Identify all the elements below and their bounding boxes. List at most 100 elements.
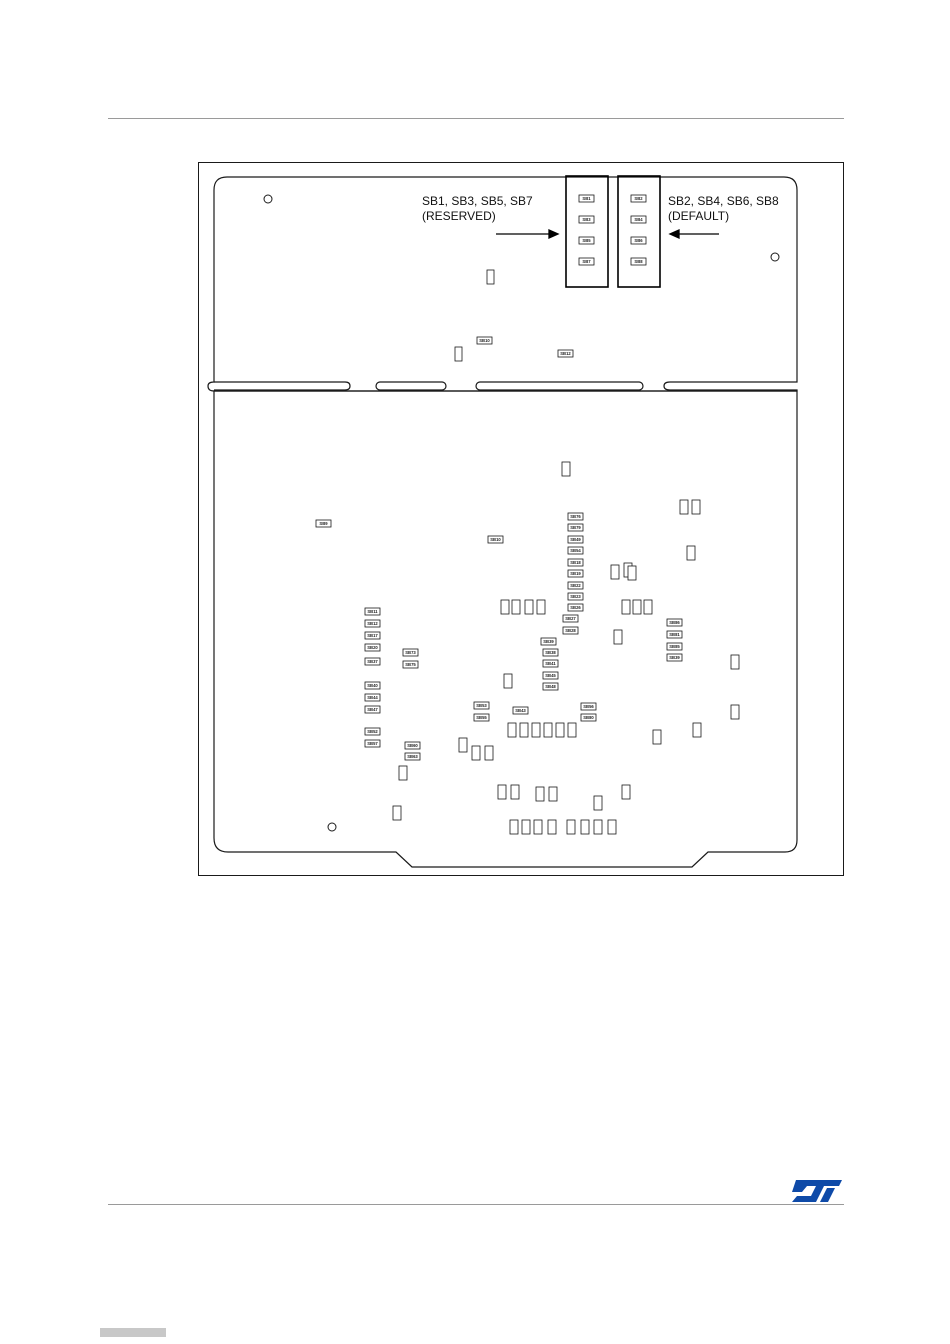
slot-mid — [475, 381, 644, 391]
mounting-hole — [770, 252, 780, 262]
solder-bridge-label: SB11 — [367, 609, 378, 614]
solder-bridge-label: SB10 — [479, 338, 490, 343]
solder-bridge — [364, 705, 381, 714]
solder-bridge — [691, 499, 701, 515]
solder-bridge — [567, 569, 584, 578]
solder-bridge — [507, 722, 517, 738]
solder-bridge — [458, 737, 468, 753]
default-bridges-box — [617, 175, 661, 288]
solder-bridge — [621, 784, 631, 800]
solder-bridge — [402, 660, 419, 669]
solder-bridge — [512, 706, 529, 715]
solder-bridge-label: SB27 — [565, 616, 576, 621]
solder-bridge — [578, 257, 595, 266]
solder-bridge — [510, 784, 520, 800]
solder-bridge-label: SB80 — [583, 715, 594, 720]
solder-bridge-label: SB26 — [570, 605, 581, 610]
solder-bridge — [364, 657, 381, 666]
solder-bridge — [607, 819, 617, 835]
solder-bridge-label: SB37 — [367, 659, 378, 664]
solder-bridge — [454, 346, 463, 362]
solder-bridge — [402, 648, 419, 657]
solder-bridge-label: SB73 — [405, 650, 416, 655]
solder-bridge — [567, 592, 584, 601]
solder-bridge-label: SB4 — [634, 217, 643, 222]
solder-bridge — [562, 626, 579, 635]
solder-bridge-label: SB22 — [570, 583, 581, 588]
solder-bridge-label: SB6 — [634, 238, 643, 243]
solder-bridge-label: SB8 — [634, 259, 643, 264]
solder-bridge-label: SB39 — [543, 639, 554, 644]
solder-bridge-label: SB10 — [490, 537, 501, 542]
solder-bridge-label: SB57 — [367, 741, 378, 746]
solder-bridge — [398, 765, 408, 781]
solder-bridge-label: SB5 — [582, 238, 591, 243]
solder-bridge — [533, 819, 543, 835]
solder-bridge — [580, 702, 597, 711]
solder-bridge — [509, 819, 519, 835]
solder-bridge-label: SB55 — [476, 715, 487, 720]
solder-bridge — [473, 701, 490, 710]
solder-bridge — [404, 752, 421, 761]
footer-rule — [108, 1204, 844, 1205]
solder-bridge — [484, 745, 494, 761]
arrow-to-reserved — [496, 228, 560, 240]
solder-bridge — [567, 512, 584, 521]
board-diagram: SB1SB3SB5SB7SB2SB4SB6SB8SB10SB12SB9SB10S… — [198, 162, 844, 876]
solder-bridge-label: SB12 — [560, 351, 571, 356]
default-callout-title: SB2, SB4, SB6, SB8 — [668, 194, 779, 208]
solder-bridge-label: SB75 — [405, 662, 416, 667]
solder-bridge — [476, 336, 493, 345]
footer-bar — [100, 1328, 166, 1337]
solder-bridge — [566, 819, 576, 835]
solder-bridge-label: SB17 — [367, 633, 378, 638]
solder-bridge-label: SB56 — [583, 704, 594, 709]
mounting-hole — [263, 194, 273, 204]
solder-bridge — [666, 642, 683, 651]
reserved-callout-title: SB1, SB3, SB5, SB7 — [422, 194, 533, 208]
solder-bridge — [593, 795, 603, 811]
solder-bridge-label: SB9 — [319, 521, 328, 526]
arrow-to-default — [668, 228, 719, 240]
solder-bridge — [521, 819, 531, 835]
solder-bridge — [547, 819, 557, 835]
board-upper-section — [207, 176, 798, 392]
solder-bridge — [652, 729, 662, 745]
solder-bridge — [578, 236, 595, 245]
st-logo-icon — [792, 1180, 842, 1202]
solder-bridge — [364, 681, 381, 690]
solder-bridge — [497, 784, 507, 800]
solder-bridge — [666, 653, 683, 662]
solder-bridge — [548, 786, 558, 802]
solder-bridge — [666, 630, 683, 639]
slot-mid-left — [375, 381, 447, 391]
solder-bridge — [613, 629, 623, 645]
solder-bridge-label: SB79 — [570, 525, 581, 530]
solder-bridge — [511, 599, 521, 615]
solder-bridge-label: SB53 — [476, 703, 487, 708]
solder-bridge — [364, 727, 381, 736]
reserved-bridges-box — [565, 175, 609, 288]
solder-bridge-label: SB63 — [407, 754, 418, 759]
solder-bridge — [524, 599, 534, 615]
solder-bridge — [500, 599, 510, 615]
solder-bridge-label: SB20 — [367, 645, 378, 650]
solder-bridge — [542, 659, 559, 668]
solder-bridge — [364, 693, 381, 702]
solder-bridge — [643, 599, 653, 615]
solder-bridge-label: SB86 — [669, 620, 680, 625]
solder-bridge — [562, 614, 579, 623]
solder-bridge — [567, 603, 584, 612]
solder-bridge — [610, 564, 620, 580]
solder-bridge — [621, 599, 631, 615]
solder-bridge — [364, 631, 381, 640]
solder-bridge — [630, 215, 647, 224]
slot-left — [214, 381, 351, 391]
solder-bridge-label: SB49 — [570, 537, 581, 542]
solder-bridge-label: SB23 — [570, 594, 581, 599]
solder-bridge — [543, 722, 553, 738]
solder-bridge-layer: SB1SB3SB5SB7SB2SB4SB6SB8SB10SB12SB9SB10S… — [315, 194, 740, 835]
reserved-callout: SB1, SB3, SB5, SB7 (RESERVED) — [422, 194, 533, 224]
solder-bridge — [487, 535, 504, 544]
